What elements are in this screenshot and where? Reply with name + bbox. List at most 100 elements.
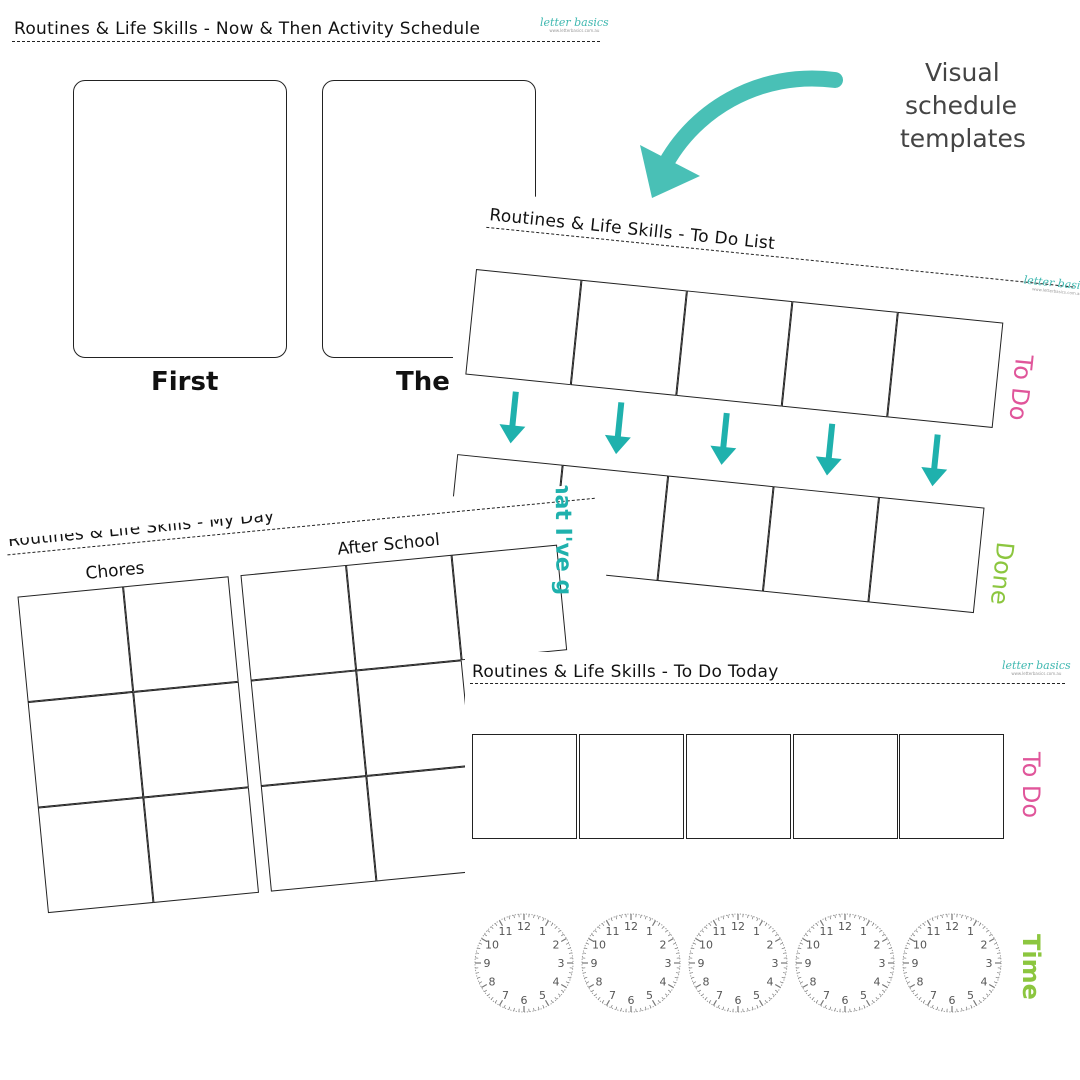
clock-number: 9: [912, 957, 919, 970]
clock-tick: [922, 923, 926, 926]
clock-tick: [889, 952, 894, 954]
clock-tick: [985, 993, 989, 997]
clock-tick: [717, 1004, 720, 1008]
clock-number: 1: [967, 925, 974, 938]
clock-tick: [487, 993, 491, 997]
clock-tick: [601, 923, 605, 926]
clock-tick: [503, 918, 506, 922]
clock-tick: [996, 972, 1001, 974]
chores-box[interactable]: [17, 586, 134, 703]
clock-tick: [667, 983, 674, 989]
clock-tick: [537, 1006, 540, 1010]
clock-tick: [698, 933, 701, 937]
chores-box[interactable]: [27, 691, 144, 808]
clock-number: 3: [772, 957, 779, 970]
clock-tick: [667, 937, 674, 943]
today-box-5[interactable]: [899, 734, 1004, 839]
done-label: Done: [984, 540, 1020, 607]
clock-number: 3: [665, 957, 672, 970]
clock-tick: [586, 942, 590, 945]
after-school-box[interactable]: [345, 554, 462, 671]
clock-tick: [808, 929, 812, 933]
clock-tick: [798, 947, 802, 950]
done-box-3[interactable]: [657, 475, 774, 592]
clock-number: 3: [986, 957, 993, 970]
today-box-2[interactable]: [579, 734, 684, 839]
clock-tick: [513, 1007, 515, 1012]
clock-tick: [781, 976, 785, 979]
clock-number: 1: [539, 925, 546, 938]
clock-number: 5: [860, 989, 867, 1002]
clock-number: 8: [488, 976, 495, 989]
todo-box-3[interactable]: [676, 290, 793, 407]
clock-number: 4: [874, 976, 881, 989]
after-school-box[interactable]: [240, 564, 357, 681]
clock-tick: [771, 993, 775, 997]
clock-tick: [584, 976, 588, 979]
clock-tick: [751, 1006, 754, 1010]
clock-tick: [689, 972, 694, 974]
chores-box[interactable]: [133, 681, 249, 798]
clock-tick: [477, 947, 481, 950]
clock-tick: [882, 989, 885, 993]
clock-number: 6: [521, 994, 528, 1007]
after-school-box[interactable]: [356, 660, 472, 776]
today-box-3[interactable]: [686, 734, 791, 839]
after-school-box[interactable]: [260, 775, 377, 892]
chores-box[interactable]: [143, 787, 260, 903]
clock-tick: [936, 1006, 939, 1010]
clock-tick: [824, 1004, 827, 1008]
clock-tick: [557, 993, 561, 997]
clock-tick: [875, 926, 879, 930]
clock-tick: [644, 916, 647, 920]
clock-tick: [661, 996, 665, 1000]
clock-tick: [503, 1004, 506, 1008]
todo-box-2[interactable]: [570, 279, 687, 396]
todo-box-4[interactable]: [781, 301, 898, 418]
done-box-4[interactable]: [762, 486, 880, 603]
clock-tick: [936, 916, 939, 920]
clock-tick: [779, 981, 783, 984]
clock-number: 2: [981, 939, 988, 952]
clock-tick: [995, 976, 999, 979]
clock-tick: [689, 952, 694, 954]
clock-tick: [819, 920, 825, 927]
clock-tick: [912, 989, 915, 993]
first-box[interactable]: [73, 80, 287, 358]
clock-tick: [982, 996, 986, 1000]
clock-number: 1: [753, 925, 760, 938]
today-box-4[interactable]: [793, 734, 898, 839]
clock-tick: [605, 999, 611, 1006]
clock-tick: [912, 933, 915, 937]
todo-box-5[interactable]: [887, 311, 1004, 429]
clock-tick: [701, 929, 705, 933]
after-school-box[interactable]: [250, 670, 367, 787]
clock-tick: [764, 923, 768, 926]
clock-number: 7: [930, 989, 937, 1002]
chores-box[interactable]: [37, 797, 154, 914]
done-box-5[interactable]: [868, 496, 985, 614]
clock-tick: [993, 942, 997, 945]
clock-tick: [644, 1006, 647, 1010]
todo-box-1[interactable]: [465, 269, 582, 386]
chores-box[interactable]: [123, 576, 239, 692]
clock-number: 10: [806, 939, 820, 952]
clock-tick: [909, 937, 916, 943]
clock-tick: [834, 914, 836, 919]
clock-tick: [722, 916, 725, 920]
clock-tick: [554, 996, 558, 1000]
clock-tick: [918, 996, 922, 1000]
clock-tick: [567, 947, 571, 950]
today-box-1[interactable]: [472, 734, 577, 839]
clock-tick: [988, 983, 995, 989]
down-arrow-icon: [499, 391, 526, 444]
clock-tick: [961, 1007, 963, 1012]
clock-tick: [601, 1000, 605, 1003]
clock-tick: [615, 1006, 618, 1010]
clock-tick: [494, 1000, 498, 1003]
